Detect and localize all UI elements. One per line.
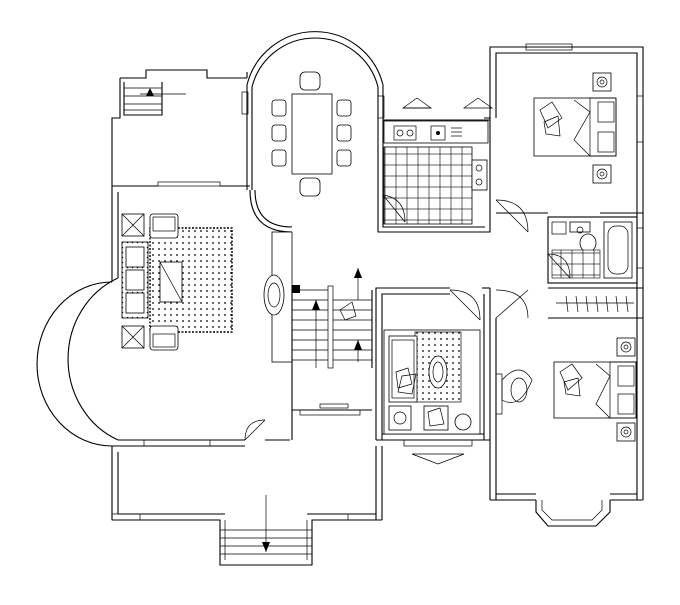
kitchen [377, 97, 494, 233]
living-room [36, 186, 300, 447]
dining-room [241, 31, 385, 233]
entrance-porch [111, 446, 383, 566]
bathroom [547, 216, 644, 284]
family-room [375, 287, 491, 465]
terrace-top-left [111, 69, 250, 187]
staircase [291, 268, 373, 440]
bedroom-bottom-right [489, 318, 643, 527]
bedroom-top-right [489, 43, 644, 233]
corridor-closet [495, 213, 644, 500]
